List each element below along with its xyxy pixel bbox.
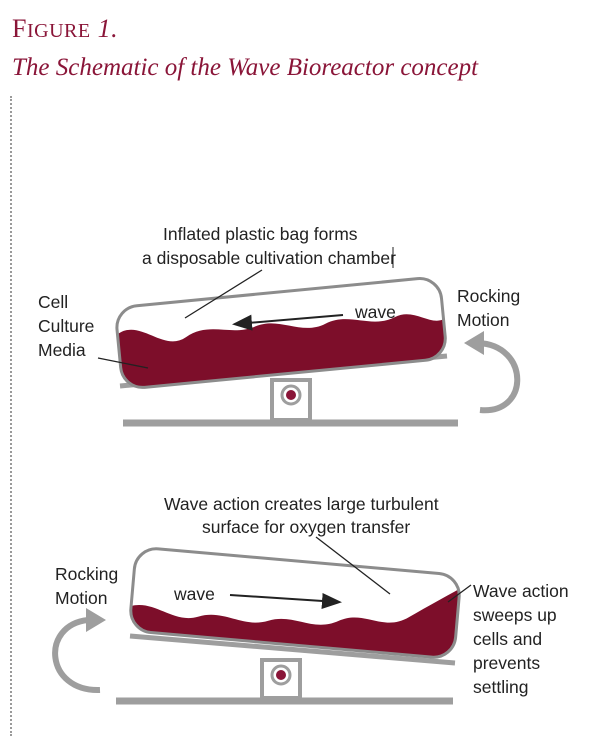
top-rocking-platform — [119, 353, 458, 427]
bottom-rocking-arrow — [52, 608, 106, 694]
top-labels: Inflated plastic bag forms a disposable … — [38, 224, 520, 369]
media-label-line1: Cell — [38, 292, 68, 312]
sweep-label-line2: sweeps up — [473, 605, 557, 625]
top-rocking-line1: Rocking — [457, 286, 520, 306]
bag-label-line1: Inflated plastic bag forms — [163, 224, 358, 244]
watermark: 知乎 @ 细胞乐园 — [478, 724, 570, 738]
media-label-line3: Media — [38, 340, 86, 360]
top-rocking-line2: Motion — [457, 310, 510, 330]
bottom-bag — [128, 547, 462, 660]
bottom-rocking-platform — [116, 633, 456, 705]
sweep-leader-line — [447, 584, 472, 603]
bag-label-line2: a disposable cultivation chamber — [142, 248, 396, 268]
bottom-rocking-line1: Rocking — [55, 564, 118, 584]
media-label-line2: Culture — [38, 316, 94, 336]
surface-leader-line — [315, 536, 391, 595]
top-wave-label: wave — [354, 302, 396, 322]
bottom-wave-arrow — [229, 592, 342, 609]
surface-label-line1: Wave action creates large turbulent — [164, 494, 439, 514]
top-rocking-arrow — [464, 331, 521, 414]
bottom-wave-label: wave — [173, 584, 215, 604]
bottom-labels: Wave action creates large turbulent surf… — [55, 494, 569, 697]
top-culture-media — [115, 314, 448, 390]
figure-title: The Schematic of the Wave Bioreactor con… — [12, 54, 479, 81]
sweep-label-line4: prevents — [473, 653, 540, 673]
bottom-rocking-line2: Motion — [55, 588, 108, 608]
sweep-label-line3: cells and — [473, 629, 542, 649]
figure-label: FIGURE 1. — [12, 14, 119, 43]
media-leader-line — [97, 357, 149, 369]
bag-leader-line — [184, 269, 263, 319]
bottom-culture-media — [128, 587, 462, 660]
dotted-divider — [10, 96, 12, 736]
top-wave-arrow — [232, 314, 344, 331]
sweep-label-line1: Wave action — [473, 581, 569, 601]
top-bag — [115, 277, 448, 390]
surface-label-line2: surface for oxygen transfer — [202, 517, 410, 537]
sweep-label-line5: settling — [473, 677, 528, 697]
